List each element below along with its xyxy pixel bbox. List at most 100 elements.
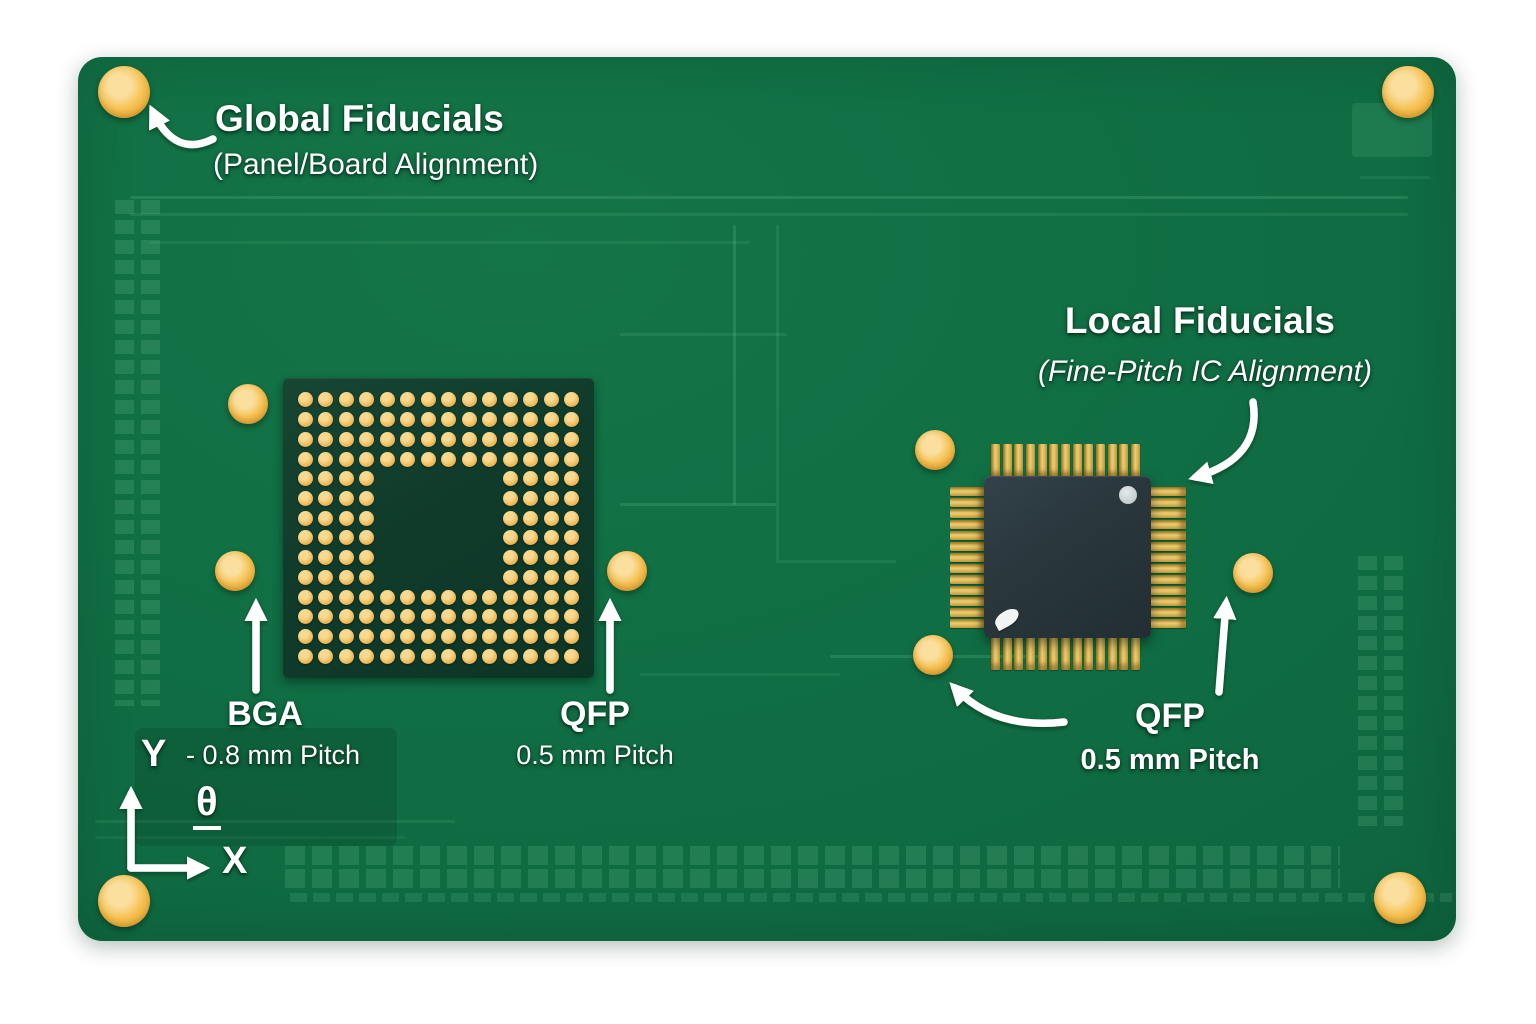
bga-ball <box>461 609 477 625</box>
trace-line <box>130 213 1408 216</box>
bga-ball <box>338 510 354 526</box>
bga-ball <box>482 589 498 605</box>
bga-ball <box>564 471 580 487</box>
global-fiducials-subtitle: (Panel/Board Alignment) <box>213 148 539 181</box>
bga-ball <box>441 628 457 644</box>
trace-line <box>1360 176 1430 179</box>
bga-ball <box>543 628 559 644</box>
bga-ball <box>564 451 580 467</box>
bga-ball <box>297 628 313 644</box>
qfp-lead <box>1049 444 1059 478</box>
local-fiducial-bga-left <box>215 551 255 591</box>
local-fiducial-qfp-top-left <box>915 430 955 470</box>
qfp-lead <box>1025 444 1035 478</box>
bga-ball <box>318 589 334 605</box>
bga-ball <box>502 392 518 408</box>
bga-ball <box>318 471 334 487</box>
bga-ball <box>564 392 580 408</box>
bga-ball <box>420 609 436 625</box>
qfp-lead <box>1149 520 1186 529</box>
qfp-lead <box>1014 636 1024 670</box>
qfp-left-pitch-label: 0.5 mm Pitch <box>516 740 674 770</box>
bga-ball <box>502 490 518 506</box>
bga-ball <box>420 589 436 605</box>
axis-x-label: X <box>222 840 248 882</box>
trace-line <box>776 225 779 560</box>
bga-ball <box>461 412 477 428</box>
bga-ball <box>482 451 498 467</box>
bga-ball <box>461 628 477 644</box>
bga-ball <box>502 648 518 664</box>
qfp-lead <box>950 597 986 606</box>
bga-ball <box>564 609 580 625</box>
bga-ball <box>420 628 436 644</box>
bga-ball <box>297 451 313 467</box>
bga-ball <box>543 392 559 408</box>
bga-ball <box>543 609 559 625</box>
qfp-lead <box>950 619 986 628</box>
axis-y-label: Y <box>141 733 167 775</box>
bga-ball <box>502 451 518 467</box>
bga-ball <box>543 530 559 546</box>
pad-column <box>115 200 134 706</box>
bga-ball <box>502 510 518 526</box>
local-fiducial-qfp-bottom-left <box>913 635 953 675</box>
bga-ball <box>318 392 334 408</box>
qfp-lead <box>1107 636 1117 670</box>
bga-ball <box>379 628 395 644</box>
trace-line <box>620 503 776 506</box>
qfp-lead <box>1060 636 1070 670</box>
bga-ball <box>523 589 539 605</box>
qfp-lead <box>1002 636 1012 670</box>
qfp-left-label: QFP <box>560 695 630 733</box>
bga-ball <box>359 490 375 506</box>
qfp-lead <box>1002 444 1012 478</box>
qfp-leads-left <box>950 487 986 628</box>
bga-ball <box>543 490 559 506</box>
qfp-lead <box>1149 619 1186 628</box>
pin1-mark-icon <box>992 605 1022 632</box>
qfp-lead <box>991 636 1000 670</box>
bga-ball <box>318 569 334 585</box>
bga-ball <box>379 648 395 664</box>
bga-ball <box>564 648 580 664</box>
bga-ball <box>543 589 559 605</box>
bga-ball <box>543 451 559 467</box>
bga-ball <box>482 431 498 447</box>
bga-label: BGA <box>227 695 303 733</box>
bga-ball <box>359 392 375 408</box>
local-fiducials-title: Local Fiducials <box>1064 300 1336 341</box>
bga-ball <box>359 609 375 625</box>
bga-ball <box>441 609 457 625</box>
bga-ball <box>379 431 395 447</box>
pad-row <box>285 869 1340 888</box>
bga-ball <box>297 471 313 487</box>
qfp-lead <box>1014 444 1024 478</box>
qfp-lead <box>1149 509 1186 518</box>
bga-ball <box>564 569 580 585</box>
bga-ball <box>564 510 580 526</box>
qfp-lead <box>1130 636 1140 670</box>
bga-ball <box>338 471 354 487</box>
qfp-lead <box>1149 586 1186 595</box>
bga-ball <box>543 648 559 664</box>
bga-ball <box>400 648 416 664</box>
bga-ball <box>441 412 457 428</box>
local-fiducial-bga-top-left <box>228 384 268 424</box>
qfp-lead <box>1149 564 1186 573</box>
qfp-right-pitch-label: 0.5 mm Pitch <box>1080 744 1260 776</box>
pad-column <box>141 200 160 706</box>
qfp-lead <box>1084 444 1094 478</box>
qfp-lead <box>1149 498 1186 507</box>
bga-ball <box>523 490 539 506</box>
qfp-lead <box>1149 575 1186 584</box>
local-fiducial-bga-right <box>607 551 647 591</box>
pad-row <box>290 893 1452 902</box>
qfp-lead <box>950 531 986 540</box>
trace-line <box>150 241 750 244</box>
bga-ball <box>318 628 334 644</box>
qfp-lead <box>1025 636 1035 670</box>
local-fiducials-subtitle: (Fine-Pitch IC Alignment) <box>1038 355 1372 388</box>
bga-ball <box>523 628 539 644</box>
bga-ball <box>297 609 313 625</box>
